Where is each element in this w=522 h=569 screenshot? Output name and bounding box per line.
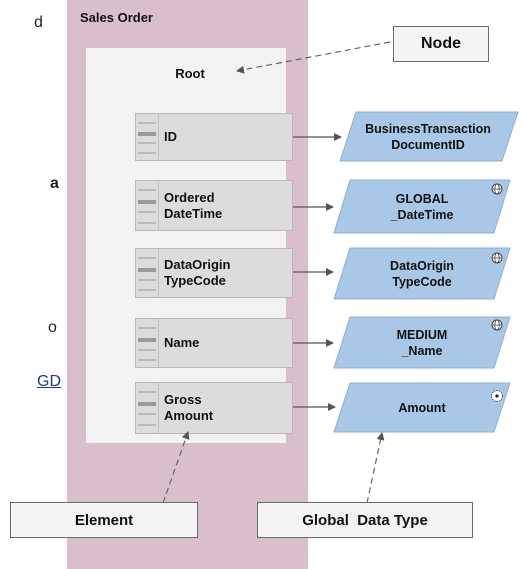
gdt-label: BusinessTransaction DocumentID (365, 121, 491, 152)
element-divider (158, 114, 159, 160)
text-fragment-link[interactable]: GD (37, 373, 61, 390)
gdt-label: DataOrigin TypeCode (390, 258, 454, 289)
global-data-type-callout: Global Data Type (257, 502, 473, 538)
element-label: Name (164, 335, 200, 350)
pointer-node (236, 41, 391, 74)
gdt-global-datetime: GLOBAL _DateTime (342, 180, 502, 233)
element-label: DataOrigin TypeCode (164, 257, 231, 288)
element-callout: Element (10, 502, 198, 538)
gdt-label: Amount (398, 400, 446, 415)
node-callout: Node (393, 26, 489, 62)
gdt-shape-3 (333, 247, 511, 300)
element-stripes (136, 114, 158, 160)
globe-icon (491, 319, 503, 331)
element-ordered-datetime: Ordered DateTime (135, 180, 293, 231)
element-stripes (136, 249, 158, 297)
element-name: Name (135, 318, 293, 368)
gdt-shape-4 (333, 316, 511, 369)
element-label: ID (164, 129, 177, 144)
element-stripes (136, 383, 158, 433)
gdt-label: GLOBAL _DateTime (390, 191, 454, 222)
target-icon (491, 390, 503, 402)
element-divider (158, 249, 159, 297)
element-stripes (136, 319, 158, 367)
gdt-business-transaction-document-id: BusinessTransaction DocumentID (346, 112, 510, 161)
business-object-title: Sales Order (80, 10, 153, 25)
element-divider (158, 181, 159, 230)
gdt-amount: Amount (342, 383, 502, 432)
text-fragment-3: o (48, 319, 57, 336)
element-label: Gross Amount (164, 392, 214, 423)
element-gross-amount: Gross Amount (135, 382, 293, 434)
gdt-medium-name: MEDIUM _Name (342, 317, 502, 368)
element-stripes (136, 181, 158, 230)
pointer-gdt (366, 432, 385, 504)
element-id: ID (135, 113, 293, 161)
globe-icon (491, 252, 503, 264)
text-fragment-1: d (34, 14, 43, 31)
element-divider (158, 319, 159, 367)
gdt-data-origin-typecode: DataOrigin TypeCode (342, 248, 502, 299)
pointer-element (162, 431, 190, 504)
gdt-shape-5 (333, 382, 511, 433)
root-node-label: Root (175, 66, 205, 81)
globe-icon (491, 183, 503, 195)
text-fragment-2: a (50, 175, 59, 192)
element-label: Ordered DateTime (164, 189, 223, 221)
gdt-label: MEDIUM _Name (396, 327, 448, 358)
element-data-origin-typecode: DataOrigin TypeCode (135, 248, 293, 298)
element-divider (158, 383, 159, 433)
gdt-shape-2 (333, 179, 511, 234)
gdt-shape-1 (339, 111, 519, 162)
